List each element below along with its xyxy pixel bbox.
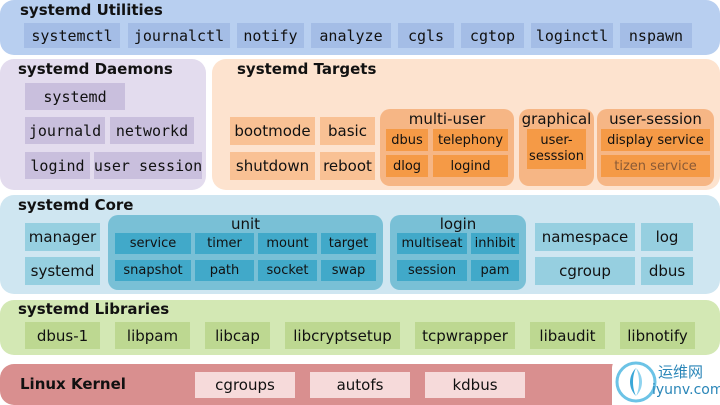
target-basic: basic xyxy=(320,117,375,145)
watermark-cn: 运维网 xyxy=(658,363,704,381)
core-manager: manager xyxy=(25,223,100,251)
target-display-service: display service xyxy=(601,129,710,151)
user-session-label: user-session xyxy=(609,110,702,128)
multi-user-label: multi-user xyxy=(408,110,486,128)
kernel-kdbus: kdbus xyxy=(425,372,525,398)
watermark: 运维网 iyunv.com xyxy=(612,358,720,405)
login-multiseat: multiseat xyxy=(397,233,467,254)
utility-nspawn: nspawn xyxy=(620,23,692,48)
targets-layer: systemd Targets bootmode basic shutdown … xyxy=(212,59,720,190)
daemon-systemd: systemd xyxy=(25,83,125,110)
core-log: log xyxy=(641,223,693,251)
unit-service: service xyxy=(115,233,191,254)
utility-analyze: analyze xyxy=(311,23,391,48)
lib-dbus-1: dbus-1 xyxy=(25,322,100,349)
lib-libpam: libpam xyxy=(115,322,190,349)
unit-label: unit xyxy=(230,215,261,233)
unit-path: path xyxy=(195,260,254,281)
target-shutdown: shutdown xyxy=(230,152,315,180)
targets-title: systemd Targets xyxy=(237,60,377,78)
watermark-url: iyunv.com xyxy=(652,382,720,398)
unit-socket: socket xyxy=(258,260,317,281)
graphical-label: graphical xyxy=(521,110,592,128)
core-systemd: systemd xyxy=(25,257,100,285)
kernel-cgroups: cgroups xyxy=(195,372,295,398)
utility-cgls: cgls xyxy=(398,23,454,48)
watermark-logo-icon xyxy=(615,361,657,403)
login-pam: pam xyxy=(471,260,519,281)
utility-journalctl: journalctl xyxy=(128,23,230,48)
target-telephony: telephony xyxy=(433,129,508,151)
lib-libcryptsetup: libcryptsetup xyxy=(285,322,400,349)
daemons-title: systemd Daemons xyxy=(18,60,173,78)
unit-swap: swap xyxy=(321,260,376,281)
unit-group: unit service timer mount target snapshot… xyxy=(108,215,383,290)
core-title: systemd Core xyxy=(18,196,134,214)
login-inhibit: inhibit xyxy=(471,233,519,254)
utility-notify: notify xyxy=(237,23,304,48)
daemon-logind: logind xyxy=(25,152,90,179)
kernel-layer: Linux Kernel cgroups autofs kdbus xyxy=(0,364,700,405)
unit-mount: mount xyxy=(258,233,317,254)
lib-libcap: libcap xyxy=(205,322,270,349)
libraries-title: systemd Libraries xyxy=(18,300,170,318)
lib-libnotify: libnotify xyxy=(620,322,695,349)
daemon-networkd: networkd xyxy=(110,117,194,144)
core-dbus: dbus xyxy=(641,257,693,285)
target-logind: logind xyxy=(433,155,508,177)
target-dbus: dbus xyxy=(386,129,428,151)
lib-libaudit: libaudit xyxy=(530,322,605,349)
login-session: session xyxy=(397,260,467,281)
unit-snapshot: snapshot xyxy=(115,260,191,281)
daemon-user-session: user session xyxy=(94,152,202,179)
target-reboot: reboot xyxy=(320,152,375,180)
login-group: login multiseat inhibit session pam xyxy=(390,215,526,290)
utility-systemctl: systemctl xyxy=(24,23,120,48)
unit-target: target xyxy=(321,233,376,254)
core-namespace: namespace xyxy=(535,223,635,251)
libraries-layer: systemd Libraries dbus-1 libpam libcap l… xyxy=(0,300,720,355)
core-cgroup: cgroup xyxy=(535,257,635,285)
login-label: login xyxy=(439,215,477,233)
kernel-title: Linux Kernel xyxy=(20,375,126,393)
unit-timer: timer xyxy=(195,233,254,254)
daemons-layer: systemd Daemons systemd journald network… xyxy=(0,59,206,190)
daemon-journald: journald xyxy=(25,117,105,144)
utilities-title: systemd Utilities xyxy=(20,1,163,19)
target-tizen-service: tizen service xyxy=(601,155,710,177)
kernel-autofs: autofs xyxy=(310,372,410,398)
target-dlog: dlog xyxy=(386,155,428,177)
target-user-session-graphical: user- sesssion xyxy=(527,129,586,169)
graphical-group: graphical user- sesssion xyxy=(519,109,594,186)
lib-tcpwrapper: tcpwrapper xyxy=(415,322,515,349)
core-layer: systemd Core manager systemd unit servic… xyxy=(0,195,720,294)
user-session-group: user-session display service tizen servi… xyxy=(597,109,714,186)
target-bootmode: bootmode xyxy=(230,117,315,145)
utility-cgtop: cgtop xyxy=(461,23,524,48)
utility-loginctl: loginctl xyxy=(531,23,613,48)
utilities-layer: systemd Utilities systemctl journalctl n… xyxy=(0,0,720,55)
multi-user-group: multi-user dbus telephony dlog logind xyxy=(380,109,514,186)
